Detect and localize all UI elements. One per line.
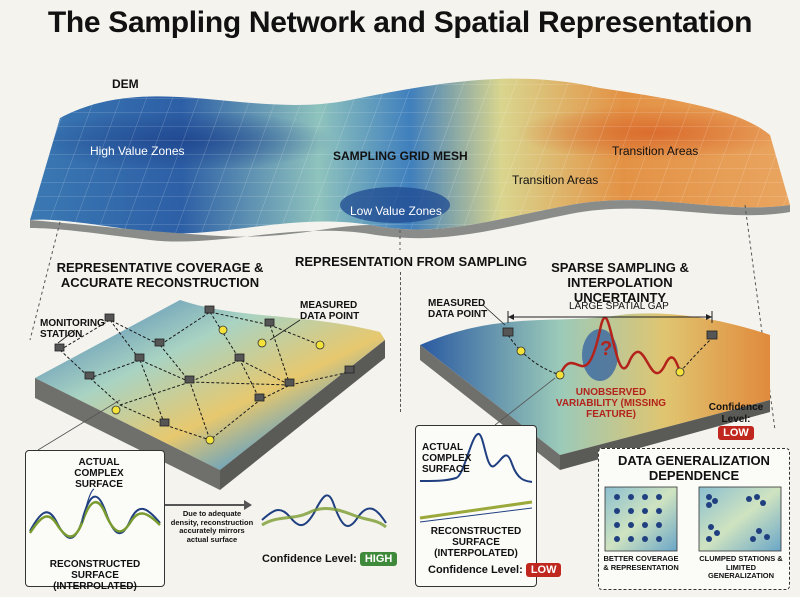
question-mark: ? <box>600 338 613 360</box>
low-value-zones-label: Low Value Zones <box>350 204 442 218</box>
unobserved-variability-label: UNOBSERVED VARIABILITY (MISSING FEATURE) <box>555 387 667 420</box>
left-stations <box>54 305 355 427</box>
right-inset-confidence-label: Confidence Level: <box>428 564 523 576</box>
right-confidence: Confidence Level: LOW <box>705 402 767 440</box>
measured-data-point-label-right: MEASURED DATA POINT <box>428 298 488 320</box>
left-inset-actual-label: ACTUAL COMPLEX SURFACE <box>74 457 124 490</box>
high-value-zones-label: High Value Zones <box>90 144 185 158</box>
left-heading: REPRESENTATIVE COVERAGE & ACCURATE RECON… <box>56 260 264 290</box>
right-inset-confidence: Confidence Level: LOW <box>428 563 562 577</box>
large-spatial-gap-label: LARGE SPATIAL GAP <box>569 301 669 312</box>
dem-label: DEM <box>112 77 139 91</box>
clumped-stations-label: CLUMPED STATIONS & LIMITED GENERALIZATIO… <box>699 554 783 580</box>
left-confidence-label: Confidence Level: <box>262 553 357 565</box>
left-confidence: Confidence Level: HIGH <box>262 552 398 566</box>
right-inset-panel: ACTUAL COMPLEX SURFACE RECONSTRUCTED SUR… <box>415 425 537 587</box>
left-confidence-badge: HIGH <box>359 552 398 566</box>
monitoring-station-label: MONITORING STATION <box>40 318 105 340</box>
left-inset-reconstructed-label: RECONSTRUCTED SURFACE (INTERPOLATED) <box>49 559 141 592</box>
left-data-points <box>111 325 325 445</box>
generalization-panel: DATA GENERALIZATION DEPENDENCE BETTER CO… <box>598 448 790 590</box>
transition-areas-label-right: Transition Areas <box>612 144 699 158</box>
generalization-maps <box>604 486 782 552</box>
right-inset-actual-label: ACTUAL COMPLEX SURFACE <box>422 442 472 475</box>
center-divider <box>400 272 401 412</box>
right-inset-reconstructed-label: RECONSTRUCTED SURFACE (INTERPOLATED) <box>430 526 522 559</box>
right-heading: SPARSE SAMPLING & INTERPOLATION UNCERTAI… <box>551 260 689 305</box>
right-inset-chart <box>419 432 533 523</box>
unobserved-curve <box>558 316 682 376</box>
right-confidence-label: Confidence Level: <box>708 402 764 425</box>
left-inset-chart <box>28 488 161 539</box>
generalization-heading: DATA GENERALIZATION DEPENDENCE <box>618 453 770 483</box>
measured-data-point-label-left: MEASURED DATA POINT <box>300 300 360 322</box>
left-inset-panel: ACTUAL COMPLEX SURFACE RECONSTRUCTED SUR… <box>25 450 165 592</box>
representation-heading: REPRESENTATION FROM SAMPLING <box>295 254 528 269</box>
transition-areas-label-center: Transition Areas <box>512 173 599 187</box>
left-result-chart <box>261 494 387 529</box>
page-title: The Sampling Network and Spatial Represe… <box>47 6 753 39</box>
right-confidence-badge: LOW <box>718 426 754 440</box>
sampling-grid-mesh-label: SAMPLING GRID MESH <box>333 149 468 163</box>
better-coverage-label: BETTER COVERAGE & REPRESENTATION <box>603 554 679 572</box>
right-inset-confidence-badge: LOW <box>525 563 562 577</box>
adequate-density-note: Due to adequate density, reconstruction … <box>170 509 254 544</box>
